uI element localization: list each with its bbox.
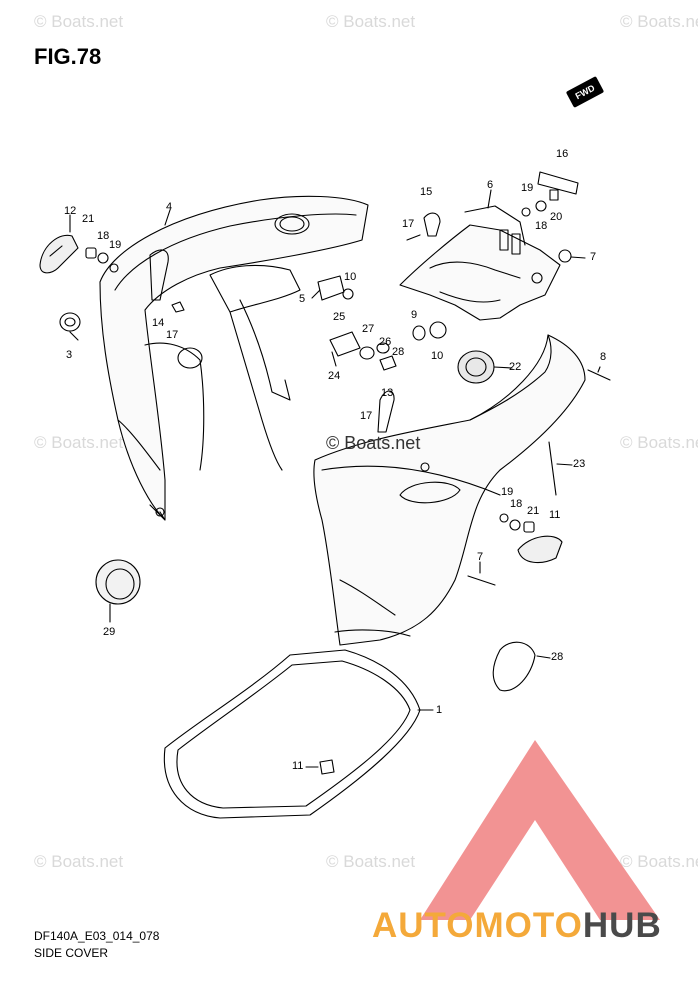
brand-word-auto: AUTO [372, 906, 475, 945]
figure-title: FIG.78 [34, 44, 102, 69]
callout-21: 18 [97, 230, 110, 242]
callout-30: 27 [362, 323, 375, 335]
grommet-part-13 [319, 759, 335, 775]
callout-7: 7 [590, 251, 597, 263]
watermark-bottom-right: © Boats.net [620, 852, 698, 871]
collar-part-24 [85, 247, 97, 259]
watermark-mid-left: © Boats.net [34, 433, 124, 452]
grommet-part-30 [359, 346, 375, 360]
callout-22-b: 19 [521, 182, 534, 194]
strip-part-19 [537, 171, 579, 195]
callout-6: 6 [487, 179, 494, 191]
nut-part-31 [379, 355, 397, 371]
callout-24: 21 [82, 213, 95, 225]
callout-10: 9 [411, 309, 418, 321]
callout-22: 19 [109, 239, 122, 251]
washer-part-29 [376, 342, 390, 354]
callout-4: 4 [166, 201, 173, 213]
screw-part-20-a [406, 234, 421, 241]
callout-18: 15 [420, 186, 433, 198]
watermark-top-right: © Boats.net [620, 12, 698, 31]
handle-part-15 [39, 234, 79, 274]
callout-26: 23 [573, 458, 586, 470]
callout-8: 8 [600, 351, 607, 363]
callout-29: 26 [379, 336, 392, 348]
clip-part-18 [423, 212, 441, 237]
tie-part-26 [548, 441, 557, 496]
callout-16: 13 [381, 387, 394, 399]
callout-33: 29 [103, 626, 116, 638]
brand-word-hub: HUB [582, 906, 662, 945]
callout-12: 10 [344, 271, 357, 283]
clip-part-16 [377, 390, 395, 433]
watermark-center: © Boats.net [326, 433, 421, 453]
watermark-mid-right: © Boats.net [620, 433, 698, 452]
grommet-part-12 [342, 288, 354, 300]
grommet-part-22-b [521, 207, 531, 217]
callout-15: 12 [64, 205, 77, 217]
callout-5: 5 [299, 293, 306, 305]
bolt-part-8 [587, 369, 611, 381]
screw-part-17 [171, 301, 185, 313]
grommet-part-22-c [499, 513, 509, 523]
washer-part-21-c [509, 519, 521, 531]
collar-part-24-b [523, 521, 535, 533]
watermark-top-left: © Boats.net [34, 12, 124, 31]
callout-21-c: 18 [510, 498, 523, 510]
brand-wordmark: AUTOMOTOHUB [372, 906, 662, 946]
callout-28: 25 [333, 311, 346, 323]
callout-25: 22 [509, 361, 522, 373]
callout-32: 28 [551, 651, 564, 663]
watermark-top-center: © Boats.net [326, 12, 416, 31]
callout-23: 20 [550, 211, 563, 223]
callout-9: 7 [477, 551, 484, 563]
collar-part-23 [549, 189, 559, 201]
figure-code: DF140A_E03_014_078 [34, 929, 160, 943]
grommet-part-33 [95, 559, 141, 605]
callout-20-a: 17 [166, 329, 179, 341]
clip-part-32 [492, 641, 536, 692]
washer-part-21-b [535, 200, 547, 212]
handle-part-14 [517, 535, 563, 564]
callout-17: 14 [152, 317, 165, 329]
callout-31: 28 [392, 346, 405, 358]
bracket-part-28 [329, 331, 361, 357]
callout-1: 1 [436, 704, 443, 716]
grommet-part-10 [412, 325, 426, 341]
callout-24-b: 21 [527, 505, 540, 517]
callout-3: 3 [66, 349, 73, 361]
watermark-bottom-center: © Boats.net [326, 852, 416, 871]
screw-part-27 [331, 351, 337, 367]
bushing-part-7 [558, 249, 572, 263]
callout-21-b: 18 [535, 220, 548, 232]
callout-19: 16 [556, 148, 569, 160]
lower-side-cover-part [313, 334, 586, 646]
brand-word-moto: MOTO [474, 906, 583, 945]
callout-13: 11 [292, 760, 304, 772]
callout-27: 24 [328, 370, 341, 382]
upper-side-cover-part [99, 195, 369, 521]
callout-11: 10 [431, 350, 444, 362]
upper-bracket-part-6 [399, 205, 561, 321]
grommet-part-3 [59, 312, 81, 332]
watermark-bottom-left: © Boats.net [34, 852, 124, 871]
callout-20-b: 17 [402, 218, 415, 230]
bushing-part-11 [429, 321, 447, 339]
callout-20-c: 17 [360, 410, 373, 422]
screw-part-9 [467, 575, 496, 586]
grommet-part-22 [109, 263, 119, 273]
figure-name: SIDE COVER [34, 946, 109, 960]
callout-22-c: 19 [501, 486, 514, 498]
washer-part-21 [97, 252, 109, 264]
callout-14: 11 [549, 509, 561, 521]
